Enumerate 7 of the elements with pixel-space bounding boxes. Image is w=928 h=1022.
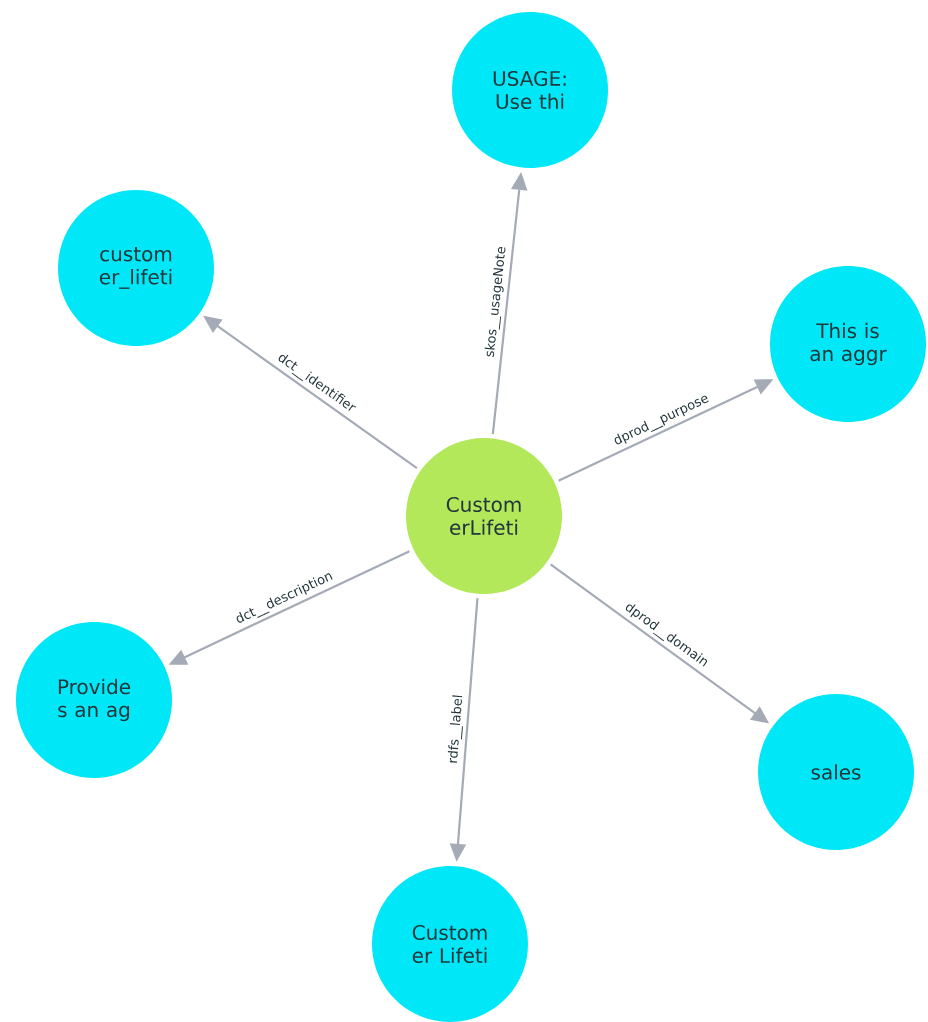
circle-node: Custom erLifeti xyxy=(406,438,562,594)
circle-node: USAGE: Use thi xyxy=(452,12,608,168)
circle-node: Provide s an ag xyxy=(16,622,172,778)
circle-node: custom er_lifeti xyxy=(58,190,214,346)
circle-node: Custom er Lifeti xyxy=(372,866,528,1022)
circle-node: This is an aggr xyxy=(770,266,926,422)
circle-node: sales xyxy=(758,694,914,850)
